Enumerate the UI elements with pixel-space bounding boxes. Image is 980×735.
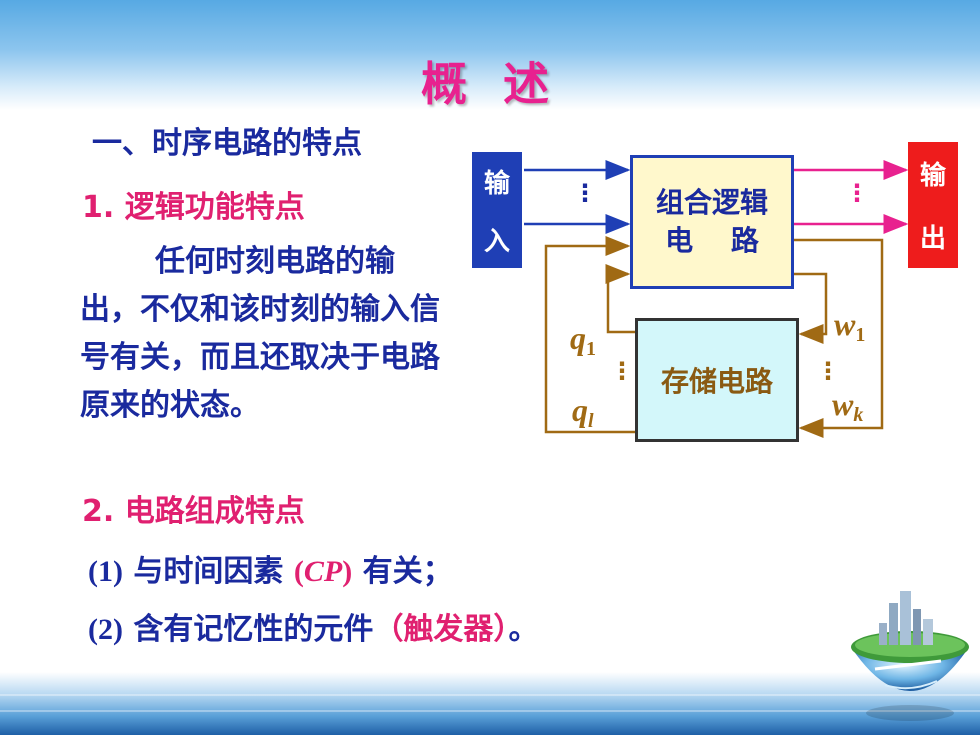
header-background xyxy=(0,0,980,110)
w-ellipsis: ⋮ xyxy=(816,357,840,385)
input-ellipsis: ⋮ xyxy=(573,179,597,207)
input-block: 输 入 xyxy=(472,152,522,268)
logic-function-paragraph: 任何时刻电路的输出，不仅和该时刻的输入信号有关，而且还取决于电路原来的状态。 xyxy=(80,244,440,423)
output-block: 输 出 xyxy=(908,142,958,268)
globe-city-decoration-icon xyxy=(851,591,969,721)
section-heading: 一、时序电路的特点 xyxy=(92,126,362,161)
output-ellipsis: ⋮ xyxy=(845,179,869,207)
label-wk: wk xyxy=(832,386,864,426)
subheading-logic-function: 1. 逻辑功能特点 xyxy=(82,190,305,225)
composition-item-1: (1) 与时间因素 (CP) 有关； xyxy=(88,554,453,589)
subheading-circuit-composition: 2. 电路组成特点 xyxy=(82,494,305,529)
memory-circuit-block: 存储电路 xyxy=(635,318,799,442)
footer-wave-background xyxy=(0,672,980,735)
q-ellipsis: ⋮ xyxy=(610,357,634,385)
label-q1: q1 xyxy=(570,320,596,360)
composition-item-2: (2) 含有记忆性的元件（触发器）。 xyxy=(88,612,539,647)
label-ql: ql xyxy=(572,392,594,432)
slide-title: 概 述 xyxy=(420,57,559,111)
sequential-circuit-diagram: 输 入 输 出 ⋮ ⋮ 组合逻辑 电 路 存储电路 q1 ⋮ ql w1 ⋮ w… xyxy=(470,140,980,450)
label-w1: w1 xyxy=(834,306,866,346)
diagram-wires xyxy=(524,160,909,438)
combinational-logic-block: 组合逻辑 电 路 xyxy=(630,155,794,289)
